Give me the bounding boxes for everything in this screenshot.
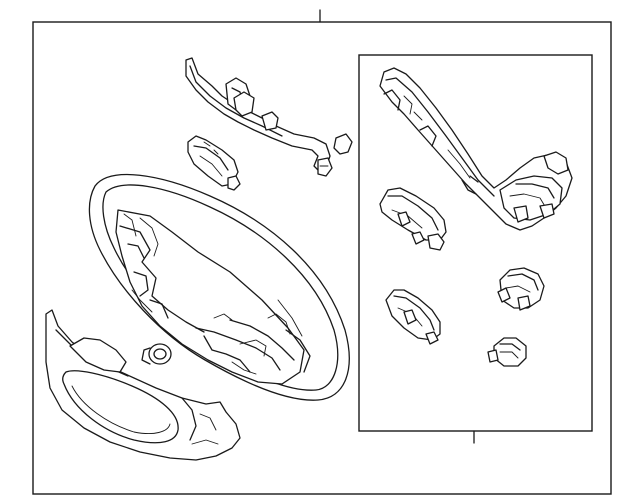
connector-large [497, 267, 545, 311]
wiring-harness [185, 57, 353, 177]
outer-frame [32, 21, 612, 495]
remote-switch [187, 135, 241, 191]
horn-knob [148, 343, 172, 365]
connector-small [487, 337, 527, 367]
switch-module-left [379, 187, 447, 251]
lower-cover [45, 309, 241, 461]
steering-wheel [88, 173, 350, 401]
switch-group-frame [358, 54, 593, 432]
switch-bracket [379, 67, 573, 231]
switch-module-right [385, 289, 441, 345]
